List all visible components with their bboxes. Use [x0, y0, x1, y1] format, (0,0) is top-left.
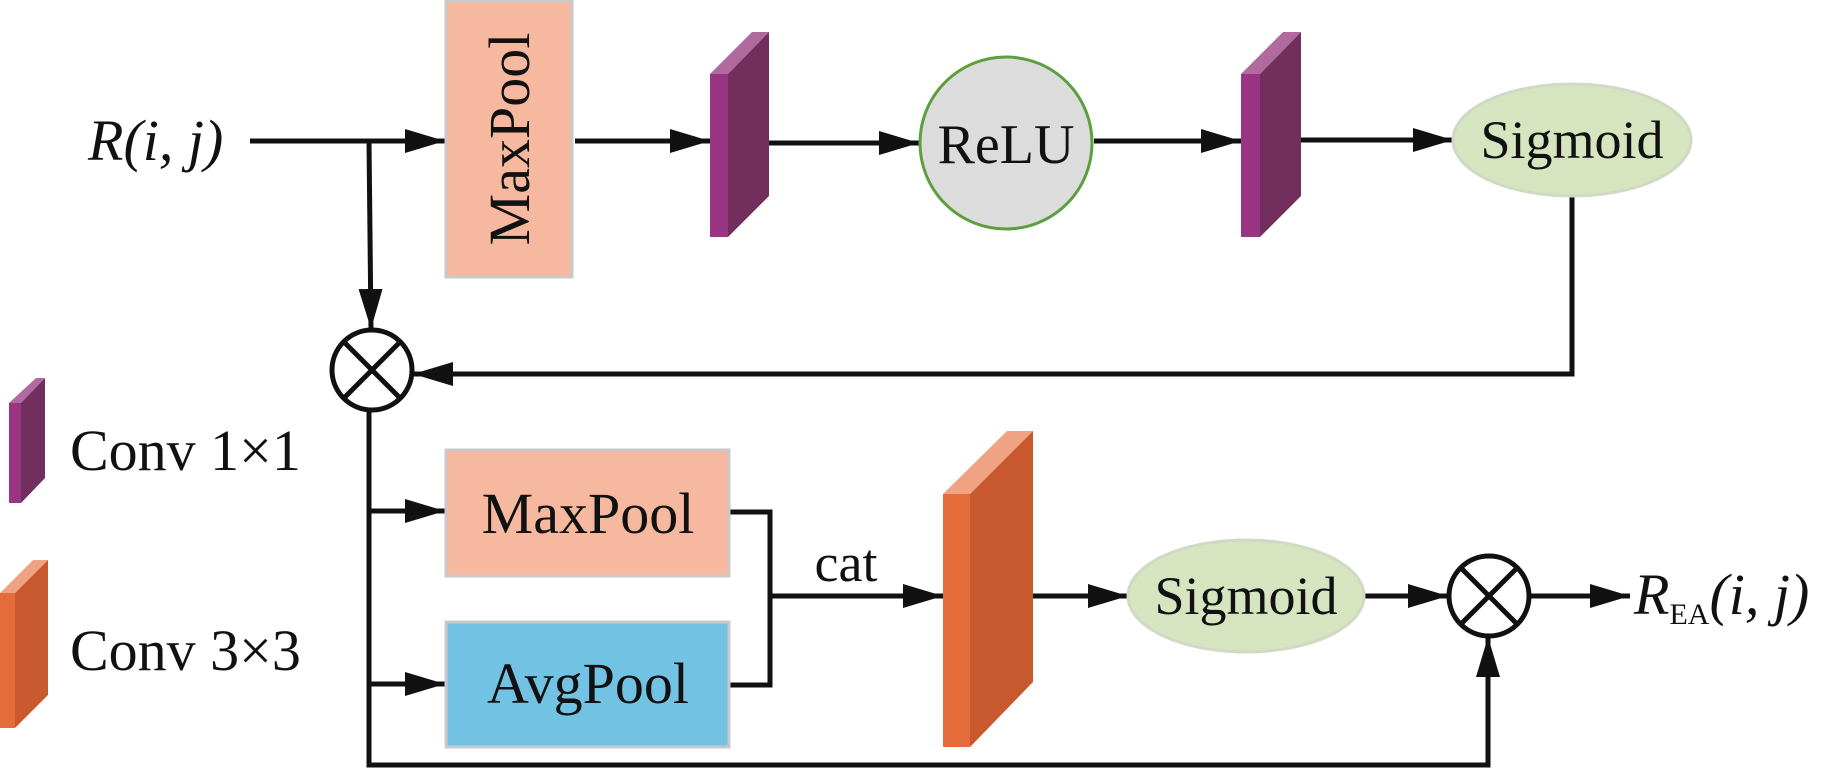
- multiply-node-1: [329, 327, 415, 413]
- spatial-avgpool-label: AvgPool: [487, 651, 689, 716]
- spatial-sigmoid-node: Sigmoid: [1126, 538, 1366, 654]
- output-label: REA(i, j): [1633, 562, 1809, 631]
- relu-label: ReLU: [938, 114, 1075, 176]
- conv1x1-front: [1241, 74, 1260, 237]
- conv1x1-legend-front: [9, 403, 21, 503]
- input-label-args: (i, j): [123, 108, 223, 173]
- input-label: R(i, j): [87, 108, 223, 173]
- connectors: [250, 128, 1630, 768]
- conv1x1-side: [1260, 32, 1301, 237]
- conv3x3-legend-front: [0, 593, 15, 728]
- conv3x3-front: [943, 494, 970, 747]
- conv1x1-side: [728, 32, 769, 237]
- channel-sigmoid-label: Sigmoid: [1480, 110, 1663, 170]
- conv1x1-top: [710, 32, 769, 74]
- channel-sigmoid-node: Sigmoid: [1451, 82, 1693, 198]
- conv3x3-side: [970, 431, 1033, 747]
- input-label-main: R: [87, 108, 123, 173]
- legend-item-conv3x3: Conv 3×3: [0, 560, 301, 728]
- arrow-branch-to-multiply: [358, 140, 383, 330]
- conv1x1-legend-top: [9, 378, 45, 403]
- spatial-maxpool-box: MaxPool: [444, 448, 731, 578]
- cat-bracket: [730, 509, 773, 688]
- conv1x1-front: [710, 74, 728, 237]
- relu-node: ReLU: [918, 55, 1094, 231]
- spatial-avgpool-box: AvgPool: [444, 620, 731, 749]
- spatial-sigmoid-label: Sigmoid: [1154, 566, 1337, 626]
- conv3x3-top: [943, 431, 1033, 494]
- trunk-line: [366, 411, 1500, 768]
- output-label-main: R: [1633, 562, 1669, 627]
- conv3x3-legend-side: [15, 560, 48, 728]
- output-label-args: (i, j): [1709, 562, 1809, 627]
- channel-maxpool-box: MaxPool: [444, 0, 574, 279]
- output-label-sub: EA: [1669, 598, 1709, 631]
- legend: Conv 1×1 Conv 3×3: [0, 378, 301, 728]
- arrow-sigmoid-return: [413, 196, 1575, 386]
- legend-label-conv3x3: Conv 3×3: [70, 618, 301, 683]
- conv1x1-block-2: [1241, 32, 1301, 237]
- cat-label: cat: [815, 533, 878, 593]
- multiply-node-2: [1446, 553, 1532, 639]
- channel-maxpool-label: MaxPool: [477, 33, 542, 246]
- legend-item-conv1x1: Conv 1×1: [9, 378, 301, 503]
- spatial-maxpool-label: MaxPool: [482, 481, 695, 546]
- conv1x1-legend-side: [21, 378, 45, 503]
- conv3x3-legend-top: [0, 560, 48, 593]
- legend-label-conv1x1: Conv 1×1: [70, 418, 301, 483]
- conv1x1-top: [1241, 32, 1301, 74]
- conv1x1-block-1: [710, 32, 769, 237]
- conv3x3-block: [943, 431, 1033, 747]
